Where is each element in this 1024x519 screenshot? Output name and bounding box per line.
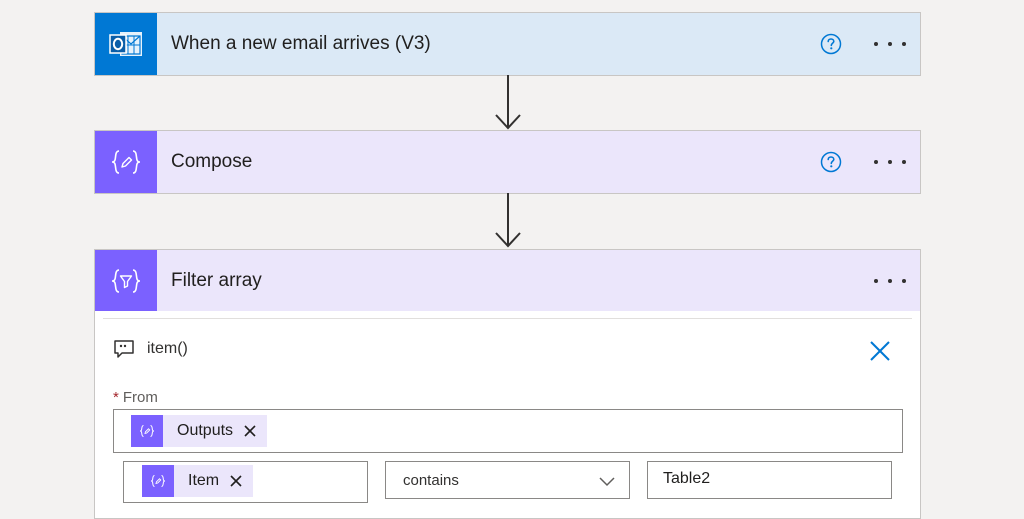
compose-icon — [95, 131, 157, 193]
operator-value: contains — [403, 472, 459, 489]
more-options-button[interactable] — [874, 272, 906, 290]
dot-icon — [874, 279, 878, 283]
compose-token-icon — [142, 465, 174, 497]
more-options-button[interactable] — [874, 35, 906, 53]
comment-icon — [114, 340, 134, 358]
item-token[interactable]: Item — [142, 465, 254, 497]
trigger-title: When a new email arrives (V3) — [171, 33, 431, 54]
from-label-text: From — [122, 389, 158, 406]
close-icon[interactable] — [868, 339, 892, 363]
compose-header[interactable]: Compose — [95, 131, 920, 193]
condition-left-field[interactable]: Item — [123, 461, 368, 503]
operator-dropdown[interactable]: contains — [385, 461, 630, 499]
from-label: *From — [113, 389, 158, 406]
dot-icon — [874, 42, 878, 46]
remove-token-icon[interactable] — [243, 424, 257, 438]
arrow-down-icon — [495, 75, 521, 130]
from-field[interactable]: Outputs — [113, 409, 903, 453]
filter-array-title: Filter array — [171, 269, 262, 291]
compose-token-icon — [131, 415, 163, 447]
more-options-button[interactable] — [874, 153, 906, 171]
arrow-down-icon — [495, 193, 521, 248]
outputs-token[interactable]: Outputs — [131, 415, 268, 447]
dot-icon — [874, 160, 878, 164]
condition-value: Table2 — [663, 470, 711, 487]
dot-icon — [902, 42, 906, 46]
compose-title: Compose — [171, 151, 253, 172]
filter-array-body: item() *From Outputs — [103, 318, 912, 518]
condition-value-input[interactable]: Table2 — [647, 461, 892, 499]
help-icon[interactable] — [820, 33, 842, 55]
outlook-icon — [95, 13, 157, 75]
dot-icon — [902, 160, 906, 164]
comment-row[interactable]: item() — [113, 339, 188, 359]
filter-array-header[interactable]: Filter array — [95, 250, 920, 311]
item-token-label: Item — [188, 472, 220, 489]
trigger-header[interactable]: When a new email arrives (V3) — [95, 13, 920, 75]
help-icon[interactable] — [820, 151, 842, 173]
comment-text: item() — [147, 340, 188, 357]
compose-card[interactable]: Compose — [94, 130, 921, 194]
outputs-token-label: Outputs — [177, 422, 234, 439]
filter-array-card[interactable]: Filter array item() *From — [94, 249, 921, 519]
chevron-down-icon — [599, 477, 615, 487]
trigger-card[interactable]: When a new email arrives (V3) — [94, 12, 921, 76]
dot-icon — [902, 279, 906, 283]
dot-icon — [888, 279, 892, 283]
dot-icon — [888, 160, 892, 164]
dot-icon — [888, 42, 892, 46]
remove-token-icon[interactable] — [229, 474, 243, 488]
required-marker: * — [113, 389, 119, 406]
filter-array-icon — [95, 250, 157, 311]
